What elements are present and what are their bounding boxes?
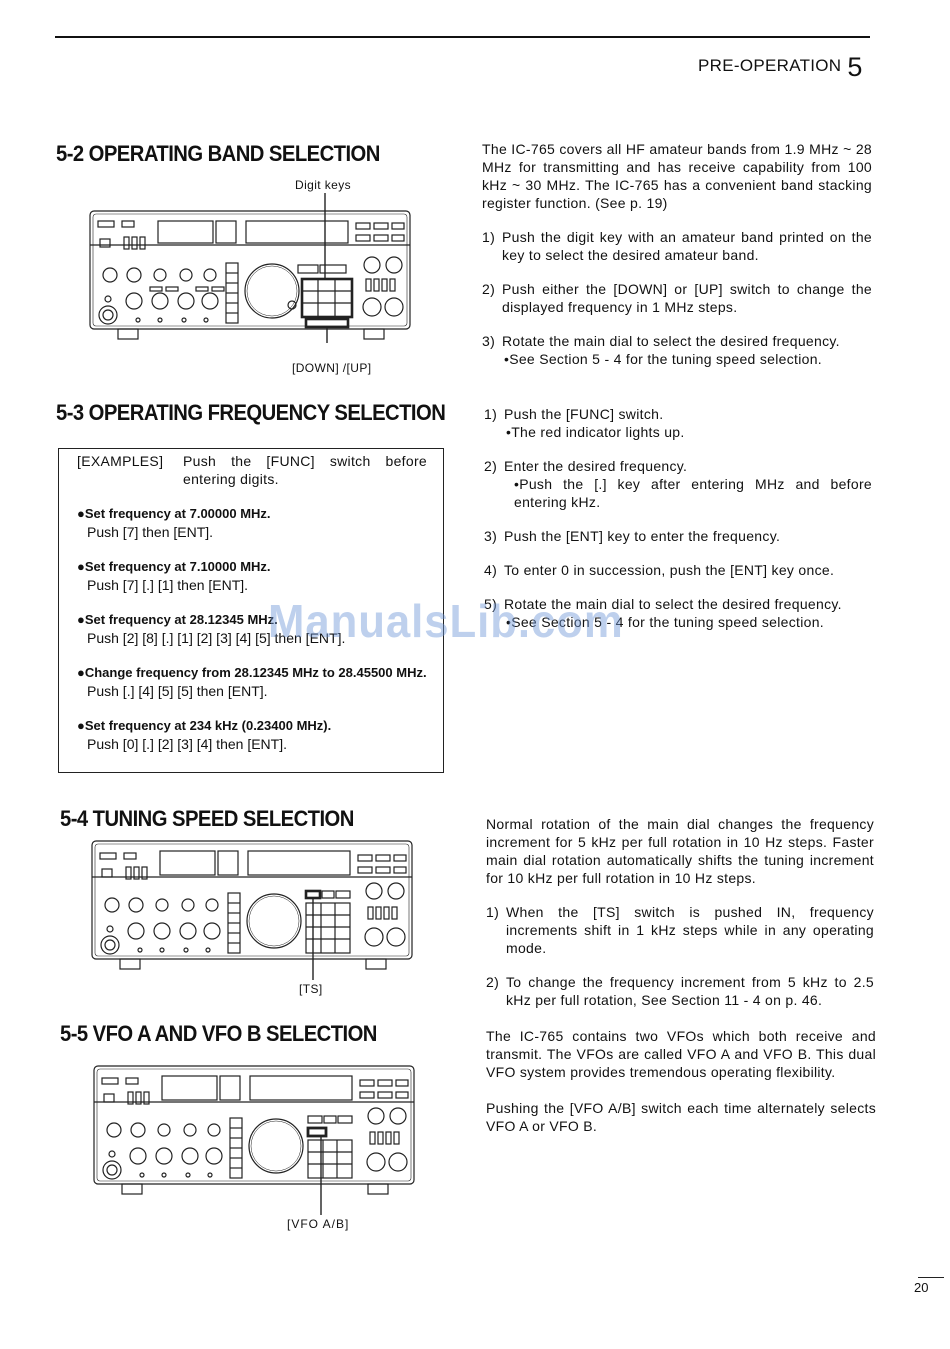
section-5-2-heading: 5-2 OPERATING BAND SELECTION bbox=[56, 141, 380, 166]
radio-front-panel-5-2 bbox=[89, 193, 411, 343]
section-5-2-intro: The IC-765 covers all HF amateur bands f… bbox=[482, 141, 872, 211]
examples-box: [EXAMPLES] Push the [FUNC] switch before… bbox=[58, 448, 444, 773]
page-header: PRE-OPERATION 5 bbox=[698, 47, 863, 82]
section-5-2-text: The IC-765 covers all HF amateur bands f… bbox=[482, 140, 872, 368]
list-item: 5)Rotate the main dial to select the des… bbox=[484, 596, 842, 630]
list-item: 4)To enter 0 in succession, push the [EN… bbox=[484, 562, 835, 578]
section-5-4-heading: 5-4 TUNING SPEED SELECTION bbox=[60, 806, 354, 831]
digit-keys-label: Digit keys bbox=[295, 178, 352, 192]
radio-front-panel-5-5 bbox=[93, 1065, 415, 1215]
page-number: 20 bbox=[914, 1280, 929, 1295]
list-item: 1)When the [TS] switch is pushed IN, fre… bbox=[486, 904, 874, 956]
radio-front-panel-5-4 bbox=[91, 840, 413, 980]
example-item: ●Change frequency from 28.12345 MHz to 2… bbox=[77, 665, 427, 699]
section-5-5-text: The IC-765 contains two VFOs which both … bbox=[486, 1027, 876, 1135]
watermark: ManualsLib.com bbox=[268, 595, 624, 647]
section-5-5-heading: 5-5 VFO A AND VFO B SELECTION bbox=[60, 1021, 377, 1046]
section-5-5-p1: The IC-765 contains two VFOs which both … bbox=[486, 1028, 876, 1080]
section-5-3-heading: 5-3 OPERATING FREQUENCY SELECTION bbox=[56, 400, 446, 425]
list-item: 2)To change the frequency increment from… bbox=[486, 974, 874, 1008]
example-item: ●Set frequency at 234 kHz (0.23400 MHz).… bbox=[77, 718, 332, 752]
vfo-ab-label: [VFO A/B] bbox=[287, 1217, 350, 1231]
list-item: 3)Rotate the main dial to select the des… bbox=[482, 333, 840, 367]
examples-intro: Push the [FUNC] switch before entering d… bbox=[183, 453, 427, 487]
chapter-number: 5 bbox=[847, 52, 863, 82]
examples-label: [EXAMPLES] bbox=[77, 453, 164, 469]
example-item: ●Set frequency at 28.12345 MHz.Push [2] … bbox=[77, 612, 346, 646]
section-5-4-text: Normal rotation of the main dial changes… bbox=[486, 815, 874, 1009]
list-item: 2)Push either the [DOWN] or [UP] switch … bbox=[482, 281, 872, 315]
down-up-label: [DOWN] /[UP] bbox=[292, 361, 372, 375]
example-item: ●Set frequency at 7.10000 MHz.Push [7] [… bbox=[77, 559, 271, 593]
ts-label: [TS] bbox=[299, 982, 323, 996]
list-item: 1)Push the digit key with an amateur ban… bbox=[482, 229, 872, 263]
section-5-5-p2: Pushing the [VFO A/B] switch each time a… bbox=[486, 1100, 876, 1134]
header-title: PRE-OPERATION bbox=[698, 56, 842, 75]
page-number-rule bbox=[918, 1277, 944, 1278]
list-item: 1)Push the [FUNC] switch.•The red indica… bbox=[484, 406, 685, 440]
section-5-4-intro: Normal rotation of the main dial changes… bbox=[486, 816, 874, 886]
section-5-3-steps: 1)Push the [FUNC] switch.•The red indica… bbox=[484, 405, 872, 631]
top-rule bbox=[55, 36, 870, 38]
example-item: ●Set frequency at 7.00000 MHz.Push [7] t… bbox=[77, 506, 271, 540]
list-item: 3)Push the [ENT] key to enter the freque… bbox=[484, 528, 781, 544]
list-item: 2)Enter the desired frequency.•Push the … bbox=[484, 458, 872, 510]
